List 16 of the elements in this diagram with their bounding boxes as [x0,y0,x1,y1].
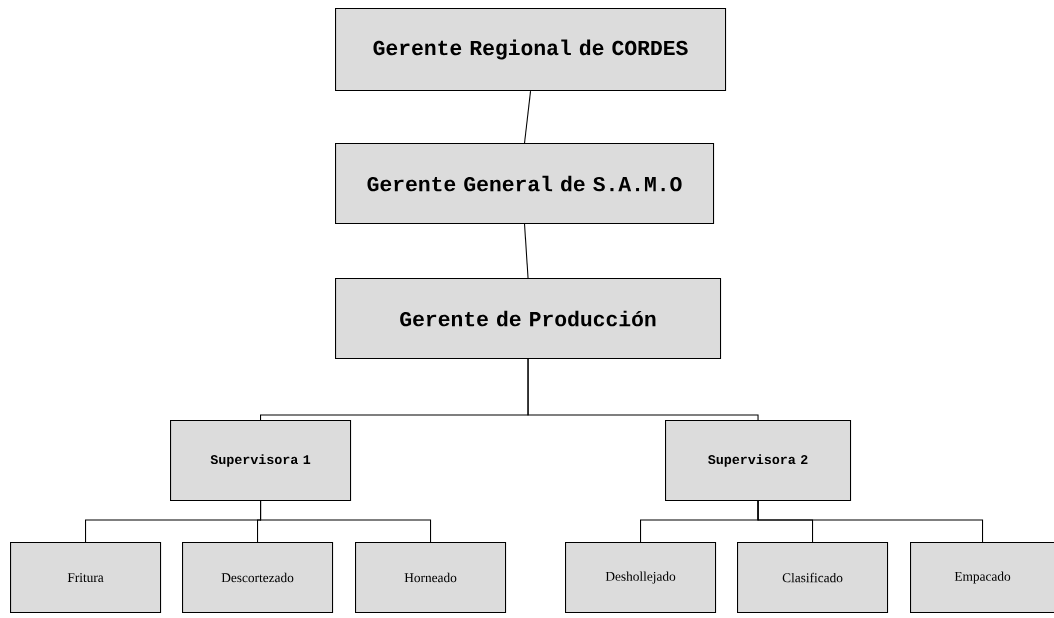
task-box: Descortezado [182,542,334,614]
connector-line [757,500,984,543]
supervisor-box: Supervisora 2 [665,420,852,502]
connector-line [524,223,529,279]
connector-line [260,500,432,543]
connector-line [527,358,759,421]
position-box: Gerente Regional de CORDES [335,8,727,92]
task-box: Clasificado [737,542,889,614]
position-box: Gerente General de S.A.M.O [335,143,715,225]
position-box: Gerente de Producción [335,278,722,360]
task-box: Horneado [355,542,507,614]
connector-line [524,90,532,144]
supervisor-box: Supervisora 1 [170,420,352,502]
task-box: Deshollejado [565,542,717,614]
task-box: Empacado [910,542,1054,614]
task-box: Fritura [10,542,162,614]
